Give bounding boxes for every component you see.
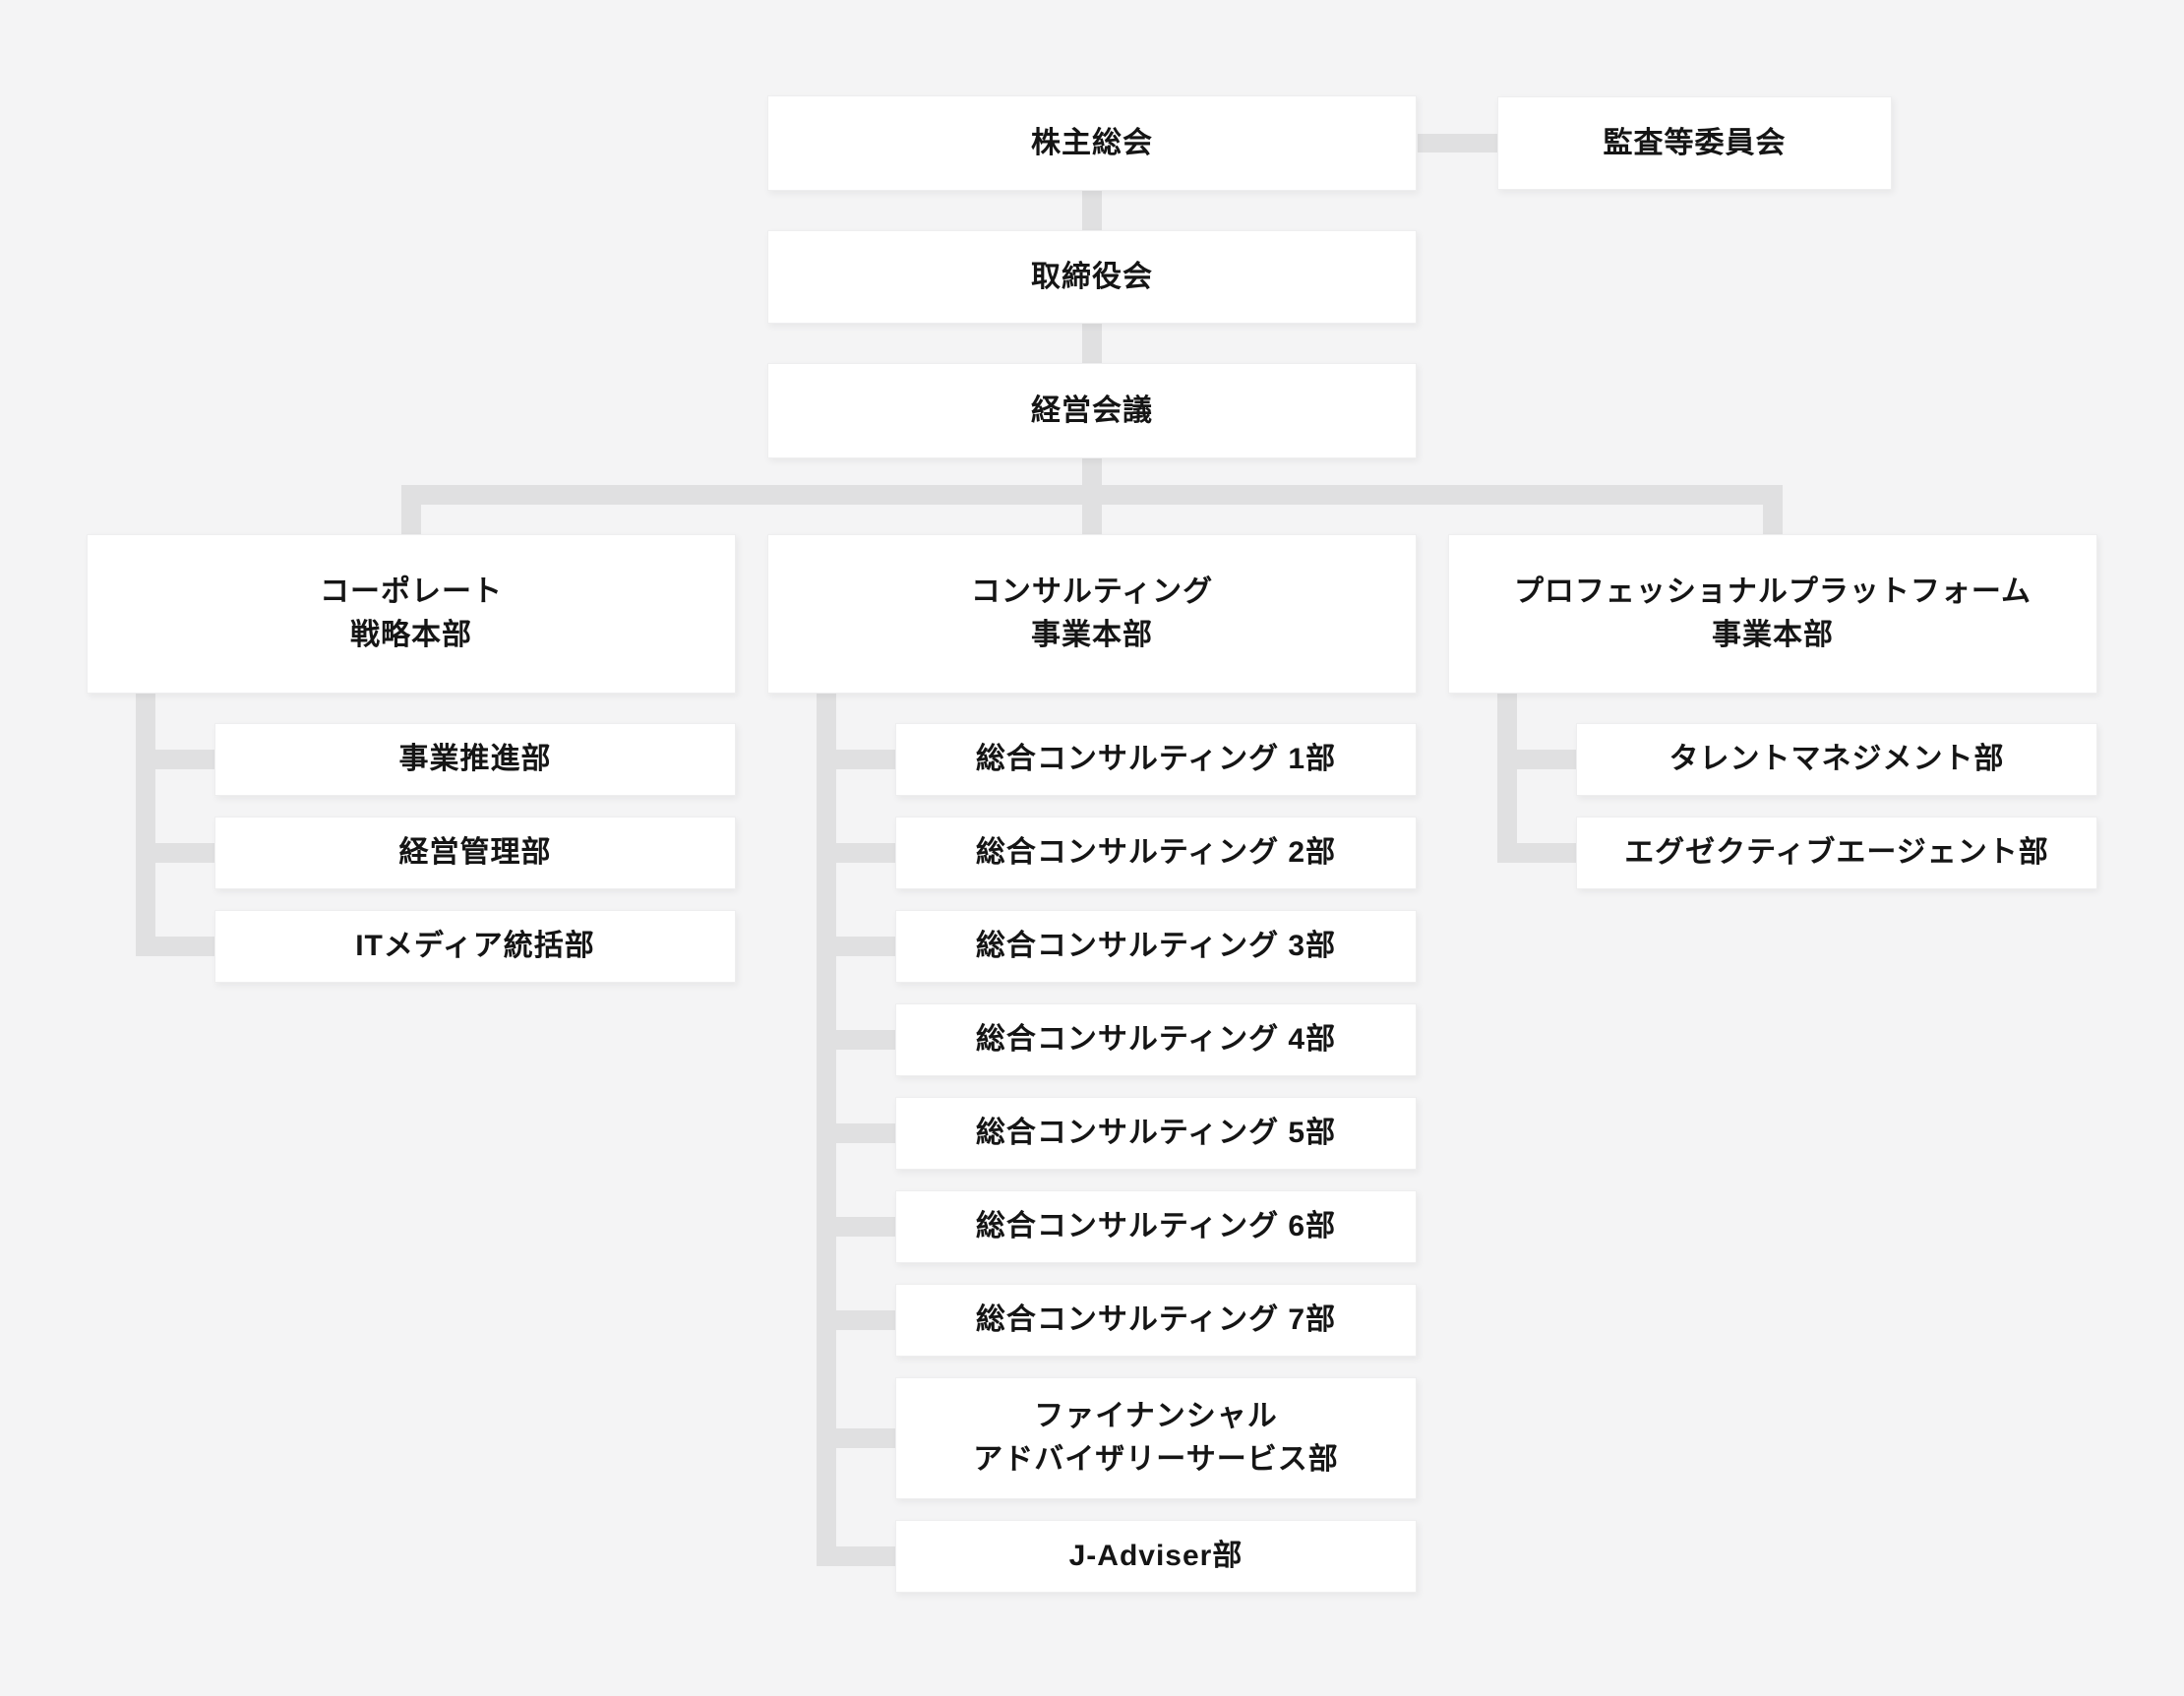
dept-consulting-2: 総合コンサルティング 2部 [895,817,1417,889]
dept-label: 総合コンサルティング 1部 [975,743,1337,775]
dept-management-administration: 経営管理部 [214,817,736,889]
connector-col2-stub [817,1546,895,1566]
division-title-line: 戦略本部 [350,619,472,651]
dept-label: 総合コンサルティング 5部 [975,1117,1337,1149]
connector-col1-stub [136,750,214,769]
node-label: 監査等委員会 [1603,126,1787,159]
connector-col2-stub [817,1428,895,1448]
division-title-line: コーポレート [320,575,503,608]
dept-label: 総合コンサルティング 3部 [975,930,1337,962]
dept-label: 総合コンサルティング 7部 [975,1303,1337,1336]
connector-col2-stub [817,1123,895,1143]
dept-label: 事業推進部 [398,743,552,775]
dept-talent-management: タレントマネジメント部 [1576,723,2097,796]
dept-label: ITメディア統括部 [355,930,595,962]
connector-col2-stub [817,937,895,956]
node-label: 経営会議 [1031,394,1153,427]
dept-label: J-Adviser部 [1068,1540,1244,1572]
connector-shareholders-audit [1418,134,1497,152]
dept-business-promotion: 事業推進部 [214,723,736,796]
division-professional-platform: プロフェッショナルプラットフォーム 事業本部 [1448,534,2097,694]
dept-label: 総合コンサルティング 4部 [975,1023,1337,1056]
connector-col3-vertical [1497,694,1517,863]
dept-label: エグゼクティブエージェント部 [1624,836,2049,869]
dept-consulting-4: 総合コンサルティング 4部 [895,1003,1417,1076]
connector-col2-stub [817,750,895,769]
connector-col2-stub [817,843,895,863]
division-title-line: 事業本部 [1712,619,1834,651]
connector-col3-stub [1497,750,1576,769]
connector-col1-stub [136,843,214,863]
dept-label-line: ファイナンシャル [1034,1400,1278,1432]
division-consulting: コンサルティング 事業本部 [767,534,1417,694]
dept-j-adviser: J-Adviser部 [895,1520,1417,1593]
division-title-line: 事業本部 [1031,619,1153,651]
connector-shareholders-board [1082,191,1102,230]
connector-col2-stub [817,1310,895,1330]
node-shareholders-meeting: 株主総会 [767,95,1417,191]
connector-bus [401,485,1783,505]
division-title-line: コンサルティング [970,575,1214,608]
dept-consulting-7: 総合コンサルティング 7部 [895,1284,1417,1357]
dept-consulting-3: 総合コンサルティング 3部 [895,910,1417,983]
division-title-line: プロフェッショナルプラットフォーム [1513,575,2032,608]
node-audit-committee: 監査等委員会 [1497,96,1892,190]
dept-consulting-5: 総合コンサルティング 5部 [895,1097,1417,1170]
dept-label-line: アドバイザリーサービス部 [973,1443,1339,1476]
connector-col2-stub [817,1217,895,1237]
dept-label: 総合コンサルティング 2部 [975,836,1337,869]
connector-board-management [1082,324,1102,363]
connector-col3-stub [1497,843,1576,863]
connector-col1-vertical [136,694,155,956]
node-management-meeting: 経営会議 [767,363,1417,458]
dept-it-media: ITメディア統括部 [214,910,736,983]
dept-label: タレントマネジメント部 [1668,743,2005,775]
dept-label: 経営管理部 [398,836,552,869]
connector-col1-stub [136,937,214,956]
node-label: 株主総会 [1031,126,1153,159]
connector-col2-stub [817,1030,895,1050]
node-board-of-directors: 取締役会 [767,230,1417,324]
division-corporate-strategy: コーポレート 戦略本部 [87,534,736,694]
dept-label: 総合コンサルティング 6部 [975,1210,1337,1242]
dept-financial-advisory: ファイナンシャル アドバイザリーサービス部 [895,1377,1417,1499]
connector-bus-drop-right [1763,505,1783,534]
connector-bus-drop-left [401,505,421,534]
dept-consulting-1: 総合コンサルティング 1部 [895,723,1417,796]
dept-consulting-6: 総合コンサルティング 6部 [895,1190,1417,1263]
dept-executive-agent: エグゼクティブエージェント部 [1576,817,2097,889]
node-label: 取締役会 [1031,260,1153,293]
